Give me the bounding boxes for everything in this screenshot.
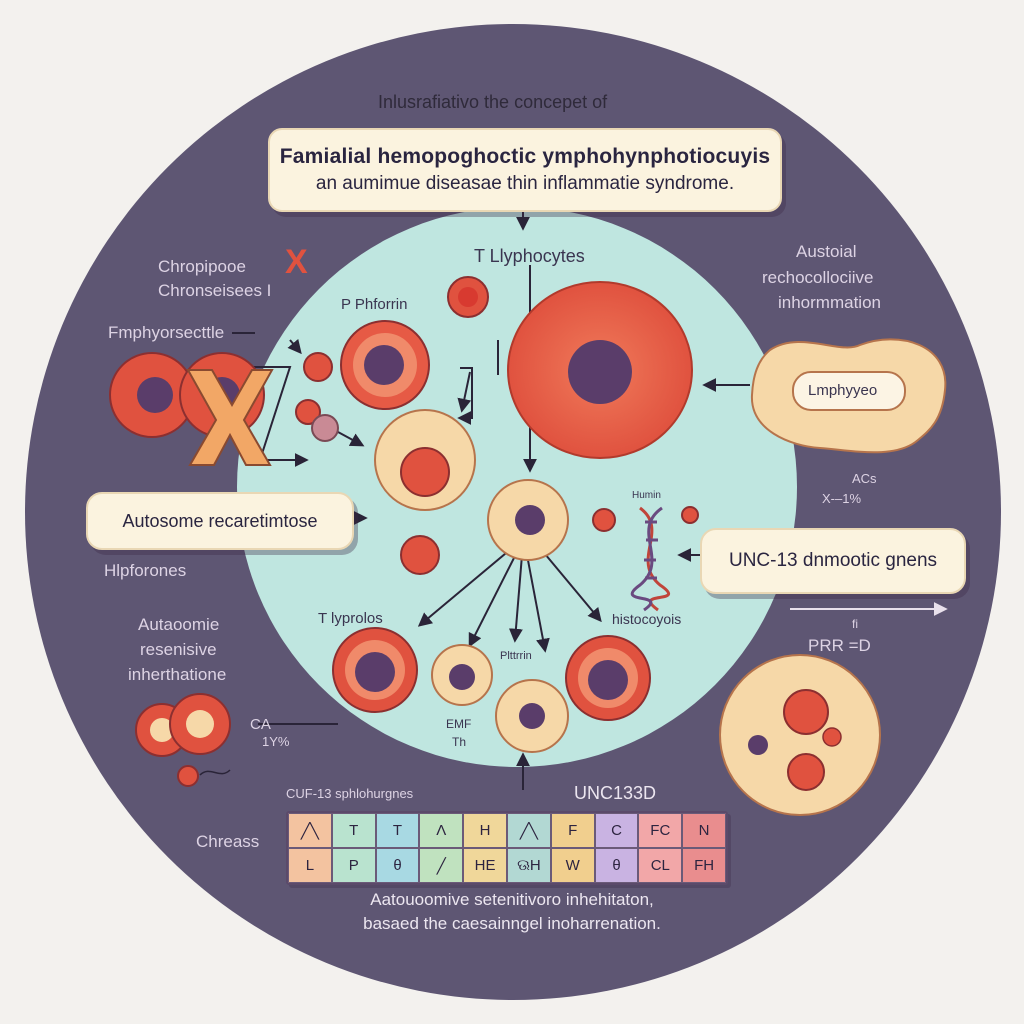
chrom-label-1: Chropipooe [158,257,246,276]
small-red-cell [295,399,321,425]
lmphyyeo-label: Lmphyyeo [808,382,878,399]
pr-label-1: fi [852,617,858,631]
gene-table-cell: T [375,813,420,848]
gene-table-cell: P [331,848,376,883]
small-red-cell [303,352,333,382]
gene-table-cell: ╱╲ [288,813,332,848]
arrow [417,547,513,627]
cell-nucleus [137,377,173,413]
top-caption: Inlusrafiativo the concepet of [378,92,608,112]
bottom-cell-2 [431,644,493,706]
histocoyois-label: histocoyois [612,611,682,627]
arrow [457,367,473,425]
bottom-cell-1 [332,627,418,713]
pr-label-2: PRR =D [808,636,871,655]
autosome-box: Autosome recaretimtose [86,492,354,550]
bottom-left-cell-pair [135,693,231,787]
gene-table-cell: H [463,813,507,848]
emf-label-2: Th [452,735,467,749]
unc13-box-label: UNC-13 dnmootic gnens [728,550,938,571]
footer-line-1: Aatouoomive setenitivoro inhehitaton, [370,890,654,909]
gene-table-cell: F [550,813,595,848]
arrow [508,554,523,643]
gene-table-cell: CL [638,848,683,883]
chrom-label-2: Chronseisees I [158,281,272,300]
gene-table-cell: HE [463,848,507,883]
bottom-right-cell [719,654,881,816]
hipforones-label: Hlpforones [104,561,187,580]
beige-cell [374,409,476,511]
t-lyprolos-label: T lyprolos [318,610,383,627]
humin-label: Humin [632,490,661,501]
emph-label: Fmphyorsecttle [108,323,225,342]
pltrrin-label: Plttrrin [500,650,532,662]
gene-table-cell: θ [375,848,420,883]
gene-table-cell: L [288,848,332,883]
small-red-cell [681,506,699,524]
emf-label-1: EMF [446,717,472,731]
chreass-label: Chreass [196,832,260,851]
dna-helix-icon [630,506,670,612]
unc13-box: UNC-13 dnmootic gnens [700,528,966,594]
ca-label-1: CA [250,716,271,733]
large-red-cell [507,281,693,459]
ca-label-2: 1Y% [262,734,290,749]
right-blob-inner [792,371,906,411]
title-line-2: an aumimue diseasae thin inflammatie syn… [315,173,735,194]
autosome-box-label: Autosome recaretimtose [122,510,318,531]
small-pink-cell [311,414,339,442]
aust-label-1: Austoial [796,242,857,261]
arrows [232,210,750,790]
bottom-cell-4 [565,635,651,721]
hub-cell [487,479,569,561]
auto-label-3: inherthatione [128,665,227,684]
small-red-cell-core [458,287,478,307]
auto-label-1: Autaoomie [138,615,220,634]
footer-line-2: basaed the caesainngel inoharrenation. [363,914,661,933]
arrow [337,431,365,447]
x-chromosome-icon [186,369,274,466]
ac-label-2: X-–1% [822,491,862,506]
x-letter: X [285,243,308,281]
arrow [526,554,550,653]
aust-label-3: inhormmation [778,293,881,312]
title-line-1: Famialial hemopoghoctic ymphohynphotiocu… [279,145,771,168]
t-lyphocytes-label: T Llyphocytes [474,246,585,266]
gene-table-cell: FC [638,813,683,848]
gene-table-cell: θ [594,848,639,883]
bottom-cell-3 [495,679,569,753]
small-red-cell [400,535,440,575]
gene-table-cell: ╱╲ [506,813,551,848]
lymphocyte-cell [340,320,430,410]
small-red-cell [592,508,616,532]
auto-label-2: resenisive [140,640,217,659]
gene-table-cell: W [550,848,595,883]
arrow [457,371,472,413]
gene-table-cell: ╱ [419,848,464,883]
gene-table-cell: FH [682,848,726,883]
gene-table-cell: T [331,813,376,848]
gene-table-cell: Λ [419,813,464,848]
arrow [287,338,302,355]
gene-name: UNC133D [574,783,657,803]
gene-table-title: CUF-13 sphlohurgnes [286,786,414,801]
left-cell-pair [109,352,274,466]
arrow [235,366,309,467]
gene-table-cell: C [594,813,639,848]
gene-table-cell: ଊH [506,848,551,883]
aust-label-2: rechocollociive [762,268,874,287]
title-box: Famialial hemopoghoctic ymphohynphotiocu… [268,128,782,212]
p-phforrin-label: P Phforrin [341,296,408,313]
arrow [539,547,602,623]
ac-label-1: ACs [852,471,877,486]
gene-table-cell: N [682,813,726,848]
arrow [468,551,518,648]
